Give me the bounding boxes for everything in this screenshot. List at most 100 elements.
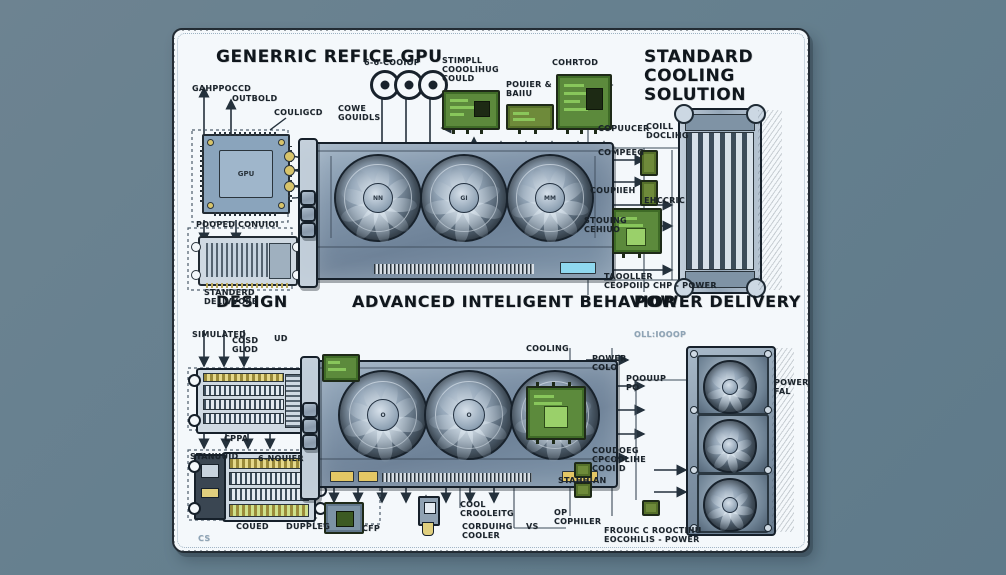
paper-panel: GPU	[172, 28, 810, 553]
label-tl-02: OUTBOLD	[232, 94, 278, 103]
heading-bottom-left: DESIGN	[216, 292, 288, 311]
chip-core-label: GPU	[219, 149, 273, 199]
label-tc-01: 6-6-COOIOP	[364, 58, 420, 67]
chip-connector-2	[284, 165, 295, 176]
pcb-chip-c	[642, 500, 660, 516]
gpu-die-chip: GPU	[200, 132, 292, 216]
label-br-04: COUDOEG CPCODLIHE COOIID	[592, 446, 646, 474]
label-bc-02: CORDUIHG COOLER	[462, 522, 513, 541]
label-tl-06: STANDERD DELIVVORE	[204, 288, 258, 307]
label-bl-04: CPPA	[224, 434, 249, 443]
label-bc-01: COOL CROOLEITG	[460, 500, 514, 519]
pcb-power-delivery	[526, 382, 586, 444]
label-tr-02: COPUUCER	[598, 124, 650, 133]
gpu2-fan-1-hub: O	[367, 399, 399, 431]
panel-edge-bottom	[182, 550, 800, 552]
pcb-small-1	[640, 150, 658, 176]
label-tr-07: STOUING CEHIUO	[584, 216, 627, 235]
heading-top-left: GENERRIC REFICE GPU	[216, 47, 443, 67]
hs-mount-2	[188, 414, 201, 427]
label-br-02: POWER COLO	[592, 354, 627, 373]
label-br-08: VS	[526, 522, 539, 531]
label-tl-04: POOPED	[196, 220, 236, 229]
label-tl-05: CONUIOI	[238, 220, 279, 229]
gpu-fan-1: NN	[334, 154, 422, 245]
label-tc-03: STIMPLL COOOLIHUG COULD	[442, 56, 499, 84]
label-bl-05: STANUUID	[190, 452, 239, 461]
pcb-chip-b	[574, 482, 592, 498]
panel-edge-left	[173, 38, 175, 543]
gpu-display-port-2	[300, 206, 316, 222]
panel-edge-top	[182, 29, 800, 31]
label-br-03: POOUUP PO	[626, 374, 667, 393]
gpu-card-bottom: O O	[314, 360, 618, 488]
stack-fan-3	[697, 473, 769, 533]
label-br-09: OLL:IOOOP	[634, 330, 687, 339]
gpu-fan-3-hub: MM	[535, 183, 565, 213]
label-tr-03: COMPEEG	[598, 148, 645, 157]
chip-connector-3	[284, 181, 295, 192]
gpu-card-top: NN GI	[312, 142, 614, 280]
label-bc-03: CFP	[362, 524, 381, 533]
label-bl-07: COUED	[236, 522, 269, 531]
chip-connector-1	[284, 151, 295, 162]
label-bl-08: DUPPLEG	[286, 522, 331, 531]
gpu-display-port-1	[300, 190, 316, 206]
gpu2-display-port-2	[302, 418, 318, 434]
label-br-06: POWER FAL	[774, 378, 809, 397]
heading-bottom-right: POWER DELIVERY	[634, 292, 801, 311]
heading-top-right: STANDARD COOLING SOLUTION	[644, 47, 754, 106]
label-tr-06: EHCCRIC	[644, 196, 686, 205]
label-br-05: STAHHIAN	[558, 476, 607, 485]
cooler-connector	[422, 522, 434, 536]
gpu2-fan-1: O	[338, 370, 428, 463]
stack-fan-1	[697, 355, 769, 415]
pcb-cfp-module	[324, 502, 364, 534]
pcb-on-card	[322, 354, 360, 382]
heatsink-mount-bl	[191, 270, 201, 280]
label-br-07: FROUIC C ROOCTIHU EOCOHILIS - POWER	[604, 526, 702, 545]
label-bl-06: 6-NOUIER	[258, 454, 304, 463]
fanstack-shading	[772, 348, 794, 532]
pcb-controller-main	[556, 74, 612, 134]
gpu-fan-2: GI	[420, 154, 508, 245]
label-bc-04: OP COPHILER	[554, 508, 602, 527]
label-bl-02: COSD GLOD	[232, 336, 259, 355]
heatsink-top-left	[198, 236, 298, 288]
fan-radiator-stack	[686, 346, 776, 536]
gpu-fan-2-hub: GI	[449, 183, 479, 213]
label-bl-09: CS	[198, 534, 211, 543]
stack-fan-2	[697, 414, 769, 474]
hs-mount-1	[188, 374, 201, 387]
gpu2-fan-2: O	[424, 370, 514, 463]
heading-bottom-center: ADVANCED INTELIGENT BEHAVIOR	[352, 292, 677, 311]
pcb-chip-a	[574, 462, 592, 478]
pcb-cooling-controller	[442, 90, 500, 134]
label-tr-01: COHRTOD	[552, 58, 599, 67]
label-tl-01: GAHPPOCCD	[192, 84, 252, 93]
panel-edge-right	[807, 38, 809, 543]
pcb-power-bank	[506, 104, 554, 134]
label-tr-05: COUPIIEH	[590, 186, 636, 195]
gpu-fan-3: MM	[506, 154, 594, 244]
label-tl-03: COULIGCD	[274, 108, 323, 117]
pcb-storage-controller	[612, 208, 662, 258]
gpu-fan-1-hub: NN	[363, 183, 393, 213]
io-shield-bottom	[194, 454, 226, 520]
label-tc-02: COWE GOUIDLS	[338, 104, 381, 123]
gpu2-display-port-3	[302, 434, 318, 450]
label-tc-04: POUIER & BAIIU	[506, 80, 552, 99]
gpu-display-port-3	[300, 222, 316, 238]
label-tr-04: COILL DOCLIHG	[646, 122, 689, 141]
radiator-top-right	[674, 104, 766, 298]
radiator-shading	[758, 110, 782, 290]
heatsink-bottom-left-1	[196, 368, 312, 434]
label-bl-01: SIMULATED	[192, 330, 247, 339]
pcb-small-2	[640, 180, 658, 206]
heatsink-mount-tl	[191, 242, 201, 252]
label-bl-03: UD	[274, 334, 288, 343]
gpu2-display-port-1	[302, 402, 318, 418]
gpu2-fan-2-hub: O	[453, 399, 485, 431]
label-br-01: COOLING	[526, 344, 569, 353]
